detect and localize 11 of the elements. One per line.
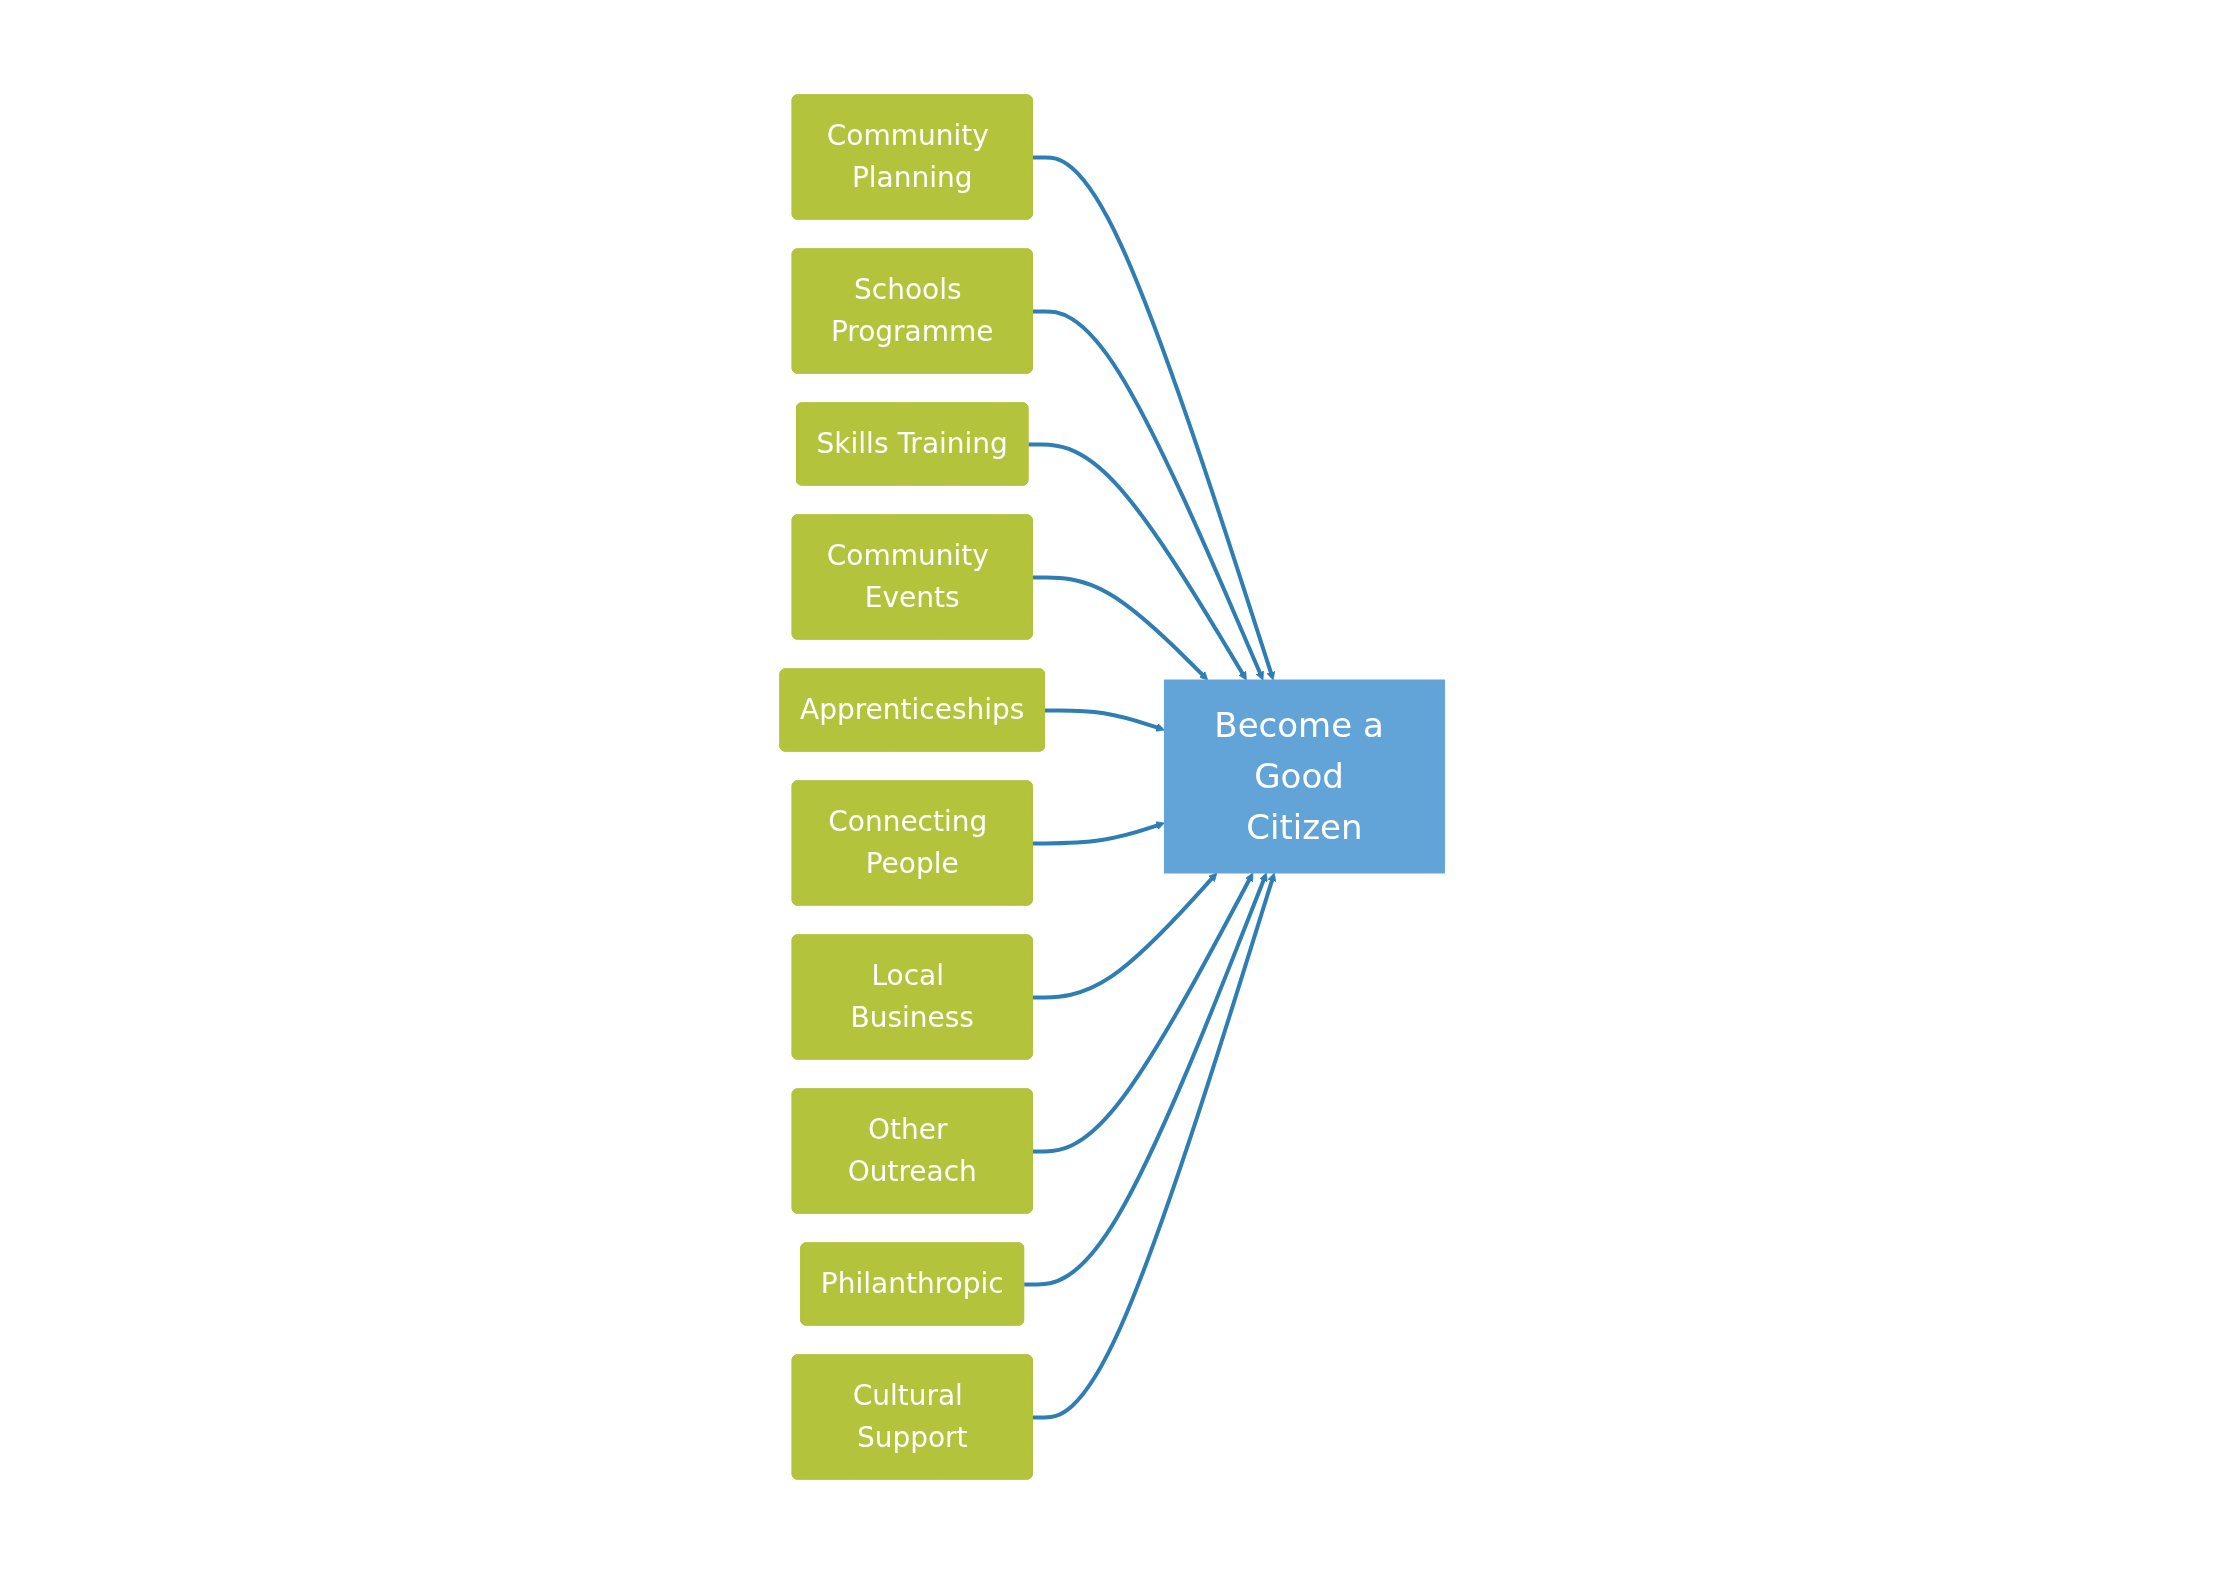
arrow (1032, 872, 1276, 1419)
arrow (1028, 441, 1247, 680)
arrow (1032, 820, 1165, 845)
arrow (1032, 872, 1254, 1153)
node-box: Become a Good Citizen (1163, 679, 1445, 873)
arrow (1032, 154, 1275, 680)
arrow (1032, 872, 1218, 999)
arrow (1023, 872, 1268, 1286)
arrow (1032, 574, 1208, 680)
arrow (1032, 308, 1264, 680)
arrow (1044, 707, 1165, 732)
